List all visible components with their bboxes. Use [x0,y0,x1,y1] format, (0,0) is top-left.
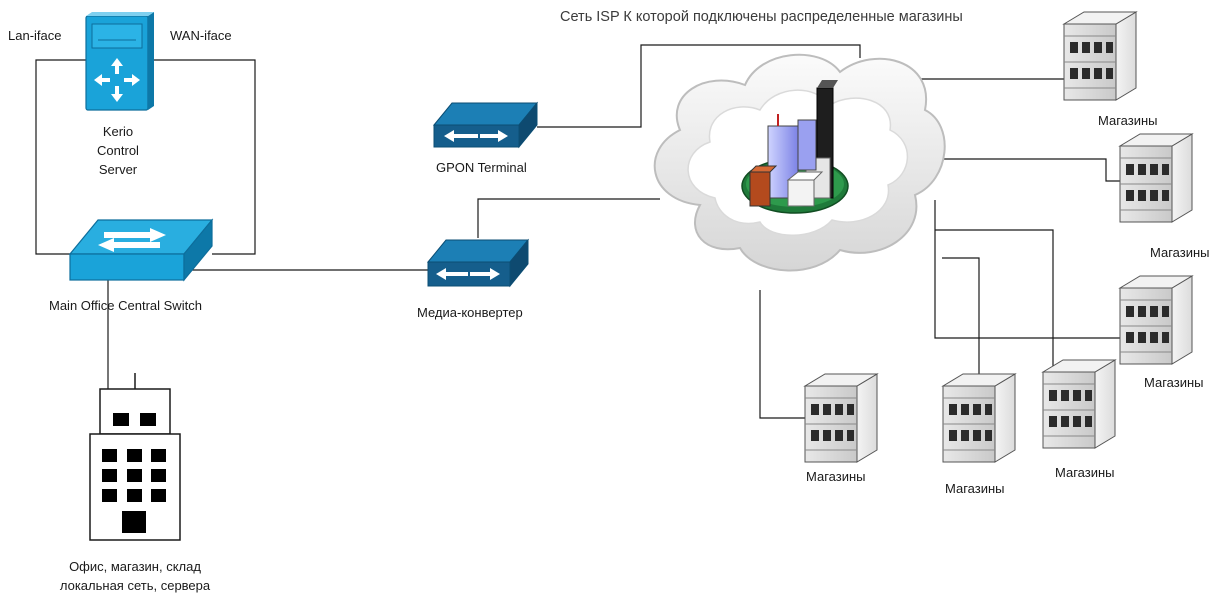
main-switch-label: Main Office Central Switch [49,298,202,313]
store-building-icon [1119,275,1193,365]
gpon-terminal-label: GPON Terminal [436,160,527,175]
main-switch-icon[interactable] [68,218,214,282]
store-label: Магазины [1055,465,1115,480]
media-converter-label: Медиа-конвертер [417,305,523,320]
kerio-label-line-3: Server [98,162,138,177]
connection-lines [35,44,1158,419]
wan-iface-label: WAN-iface [170,28,232,43]
store-label: Магазины [1150,245,1210,260]
mediaconverter-to-cloud-link [477,198,660,238]
cloud-bus-link [934,200,1125,339]
store-building-icon [1042,359,1116,449]
city-buildings-icon [741,80,849,214]
cloud-to-store-left-link [759,290,808,419]
gpon-to-cloud-link [537,44,861,128]
switch-arrows-icon [98,228,166,252]
store-building-icon [1063,11,1137,101]
diagram-title: Сеть ISP К которой подключены распределе… [560,9,963,25]
office-label-line-1: Офис, магазин, склад [69,559,201,574]
office-label: Офис, магазин, склад локальная сеть, сер… [30,557,240,595]
kerio-server-icon[interactable] [85,12,154,111]
cloud-to-store-mid-link [942,257,980,378]
store-label: Магазины [806,469,866,484]
kerio-label-line-2: Control [97,143,139,158]
cloud-to-store-right-link [935,229,1054,376]
wan-link [152,59,256,255]
gpon-terminal-icon[interactable] [432,101,539,149]
store-building-icon [942,373,1016,463]
office-label-line-2: локальная сеть, сервера [59,578,211,593]
store-label: Магазины [1098,113,1158,128]
office-building-icon [89,373,181,541]
media-converter-icon[interactable] [426,238,530,288]
store-label: Магазины [1144,375,1204,390]
store-building-icon [804,373,878,463]
store-building-icon [1119,133,1193,223]
lan-link [35,59,86,255]
kerio-label-line-1: Kerio [102,124,134,139]
lan-iface-label: Lan-iface [8,28,62,43]
isp-cloud [653,53,946,272]
router-arrows-icon [94,58,140,102]
kerio-label: Kerio Control Server [80,122,156,179]
store-label: Магазины [945,481,1005,496]
